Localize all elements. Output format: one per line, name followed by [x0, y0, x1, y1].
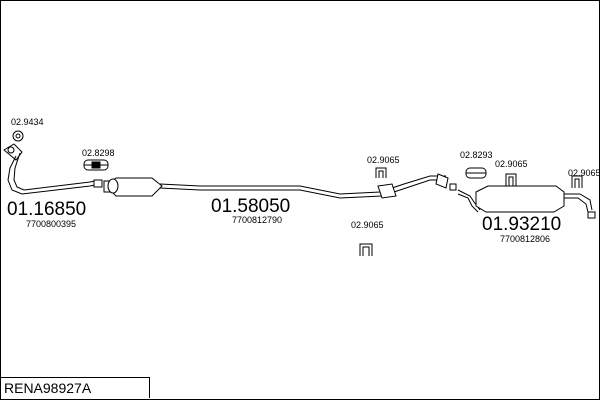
- hanger-rear-mid-label: 02.9065: [495, 159, 528, 169]
- rear-silencer-drawing: [449, 183, 596, 219]
- clamp-front-label: 02.8298: [82, 148, 115, 158]
- front-pipe-ref: 7700800395: [26, 219, 76, 229]
- front-pipe-drawing: [3, 143, 103, 195]
- hanger-rear-end-label: 02.9065: [568, 168, 600, 178]
- gasket-front-label: 02.9434: [11, 117, 44, 127]
- hanger-mid-bottom-icon: [359, 243, 373, 256]
- middle-silencer-ref: 7700812790: [232, 215, 282, 225]
- gasket-front-icon: [12, 130, 24, 142]
- middle-silencer-code: 01.58050: [211, 196, 290, 217]
- rear-silencer-ref: 7700812806: [500, 234, 550, 244]
- clamp-rear-label: 02.8293: [460, 150, 493, 160]
- hanger-rear-end-icon: [571, 175, 583, 188]
- front-pipe-code: 01.16850: [7, 199, 86, 220]
- hanger-rear-mid-icon: [505, 173, 517, 186]
- clamp-rear-icon: [465, 167, 487, 179]
- hanger-mid-top-icon: [375, 167, 387, 178]
- rear-silencer-code: 01.93210: [482, 214, 561, 235]
- reference-box: RENA98927A: [0, 377, 150, 398]
- reference-code: RENA98927A: [4, 380, 92, 396]
- middle-silencer-drawing: [103, 173, 449, 199]
- hanger-mid-top-label: 02.9065: [367, 155, 400, 165]
- clamp-front-icon: [83, 159, 109, 171]
- hanger-mid-bottom-label: 02.9065: [351, 220, 384, 230]
